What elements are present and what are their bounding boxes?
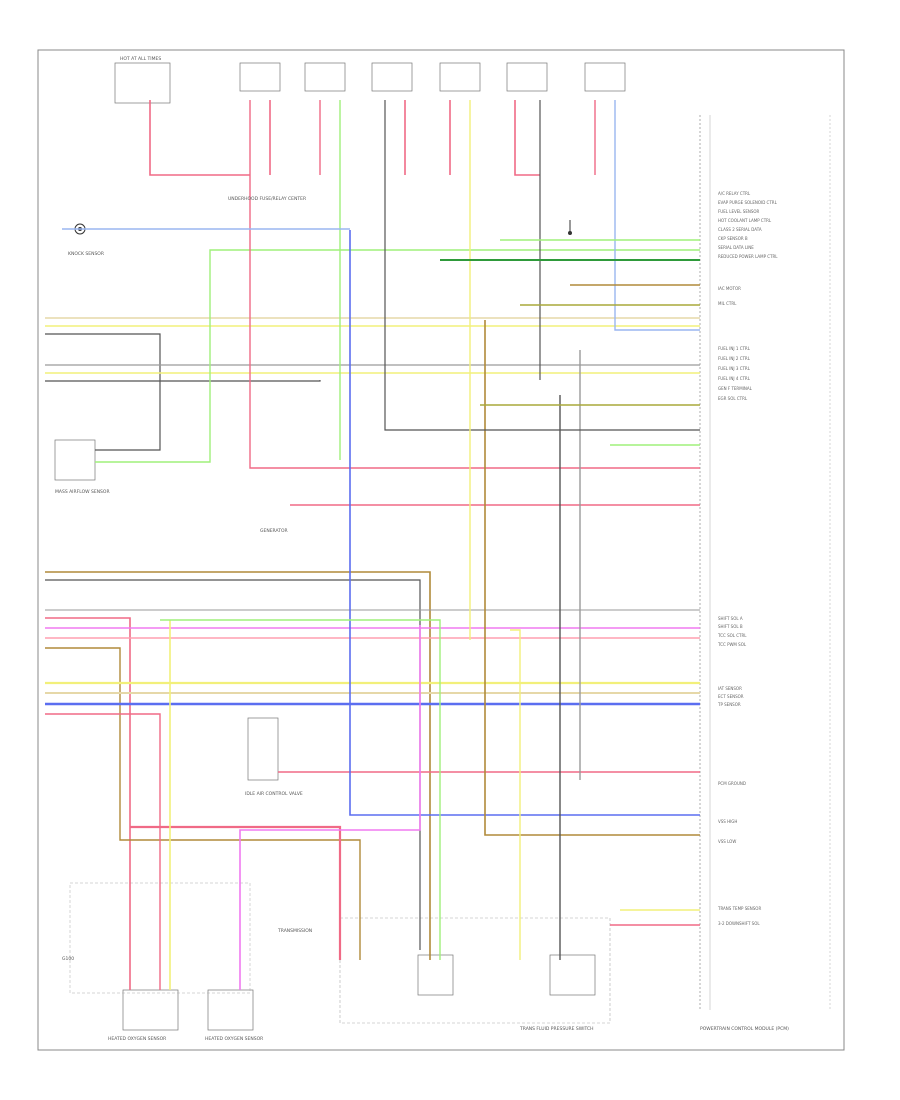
hot-at-all-times-label: HOT AT ALL TIMES xyxy=(120,56,161,62)
pcm-pin-label: SERIAL DATA LINE xyxy=(718,245,754,250)
wire-brown-3 xyxy=(484,320,700,836)
pcm-connector xyxy=(699,115,831,1010)
wire-green-1 xyxy=(95,249,700,463)
pcm-pin-label: ECT SENSOR xyxy=(718,694,744,699)
wire-magenta-2 xyxy=(239,625,421,990)
wire-green-2 xyxy=(160,619,441,960)
relay-box-6 xyxy=(584,62,626,92)
underhood-fuse-label: UNDERHOOD FUSE/RELAY CENTER xyxy=(228,196,306,202)
g100-label: G100 xyxy=(62,956,74,962)
mass-airflow-sensor-box xyxy=(54,439,96,481)
pressure-switch-box xyxy=(549,954,596,996)
relay-box-3 xyxy=(371,62,413,92)
fuse-box-1 xyxy=(114,62,171,104)
pcm-pin-label: VSS HIGH xyxy=(718,819,737,824)
pcm-pin-label: GEN F TERMINAL xyxy=(718,386,753,391)
pcm-caption: POWERTRAIN CONTROL MODULE (PCM) xyxy=(700,1026,789,1032)
wire-gray-1 xyxy=(45,333,161,451)
wire-yellow-5 xyxy=(510,629,521,960)
pcm-pin-label: TP SENSOR xyxy=(717,702,741,707)
heated-o2-2-label: HEATED OXYGEN SENSOR xyxy=(205,1036,263,1042)
pcm-pin-label: HOT COOLANT LAMP CTRL xyxy=(718,218,772,223)
wire-red-6 xyxy=(130,825,342,960)
pcm-pin-label: MIL CTRL xyxy=(718,301,737,306)
relay-box-5 xyxy=(506,62,548,92)
pcm-pin-label: TCC SOL CTRL xyxy=(717,633,747,638)
pcm-labels-layer: A/C RELAY CTRL EVAP PURGE SOLENOID CTRL FU… xyxy=(717,191,778,926)
wire-gray-3 xyxy=(45,380,321,382)
wire-blue-2 xyxy=(349,230,700,816)
generator-label: GENERATOR xyxy=(260,528,288,534)
idle-air-control-box xyxy=(247,717,279,781)
wire-red-1 xyxy=(249,100,700,469)
heated-o2-sensor-1-box xyxy=(122,989,179,1031)
wire-gray-4 xyxy=(45,579,421,950)
pcm-pin-label: 3-2 DOWNSHIFT SOL xyxy=(718,921,760,926)
shift-solenoid-box xyxy=(417,954,454,996)
pcm-pin-label: FUEL INJ 1 CTRL xyxy=(718,346,751,351)
wire-red-top-1 xyxy=(149,100,250,176)
idle-air-control-label: IDLE AIR CONTROL VALVE xyxy=(245,791,303,797)
relay-box-2 xyxy=(304,62,346,92)
pcm-pin-label: A/C RELAY CTRL xyxy=(718,191,751,196)
relay-box-1 xyxy=(239,62,281,92)
wire-red-top-6 xyxy=(514,100,540,176)
heated-o2-1-label: HEATED OXYGEN SENSOR xyxy=(108,1036,166,1042)
pcm-pin-label: FUEL INJ 2 CTRL xyxy=(718,356,751,361)
diagram-frame xyxy=(37,49,845,1051)
pcm-pin-label: EGR SOL CTRL xyxy=(718,396,748,401)
wire-red-4 xyxy=(45,713,161,990)
pcm-pin-label: REDUCED POWER LAMP CTRL xyxy=(718,254,778,259)
pcm-pin-label: CLASS 2 SERIAL DATA xyxy=(718,227,762,232)
pcm-pin-label: PCM GROUND xyxy=(718,781,746,786)
ground-symbol xyxy=(568,220,572,235)
pcm-pin-label: VSS LOW xyxy=(718,839,736,844)
transmission-outline xyxy=(339,917,611,1024)
wire-ltblue-top xyxy=(614,100,700,331)
wire-brown-2 xyxy=(45,647,361,960)
pcm-pin-label: FUEL INJ 3 CTRL xyxy=(718,366,751,371)
pressure-switch-label: TRANS FLUID PRESSURE SWITCH xyxy=(519,1026,594,1032)
pcm-pin-label: SHIFT SOL B xyxy=(718,624,743,629)
pcm-pin-label: IAC MOTOR xyxy=(718,286,741,291)
transmission-label: TRANSMISSION xyxy=(277,928,312,934)
heated-o2-sensor-2-box xyxy=(207,989,254,1031)
wires-layer xyxy=(45,100,700,990)
pcm-pin-label: CKP SENSOR B xyxy=(718,236,748,241)
mass-airflow-label: MASS AIRFLOW SENSOR xyxy=(55,489,110,495)
pcm-pin-label: EVAP PURGE SOLENOID CTRL xyxy=(718,200,778,205)
knock-sensor-label: KNOCK SENSOR xyxy=(68,251,104,257)
pcm-pin-label: FUEL INJ 4 CTRL xyxy=(718,376,751,381)
wire-brown-1 xyxy=(45,571,431,960)
pcm-pin-label: FUEL LEVEL SENSOR xyxy=(718,209,760,214)
pcm-pin-label: IAT SENSOR xyxy=(718,686,742,691)
relay-box-4 xyxy=(439,62,481,92)
fuse-block-group xyxy=(114,62,626,104)
pcm-pin-label: TRANS TEMP SENSOR xyxy=(717,906,761,911)
wire-gray-top xyxy=(384,100,700,431)
wire-red-3 xyxy=(45,617,131,990)
pcm-pin-label: SHIFT SOL A xyxy=(718,616,743,621)
pcm-pin-label: TCC PWM SOL xyxy=(717,642,747,647)
